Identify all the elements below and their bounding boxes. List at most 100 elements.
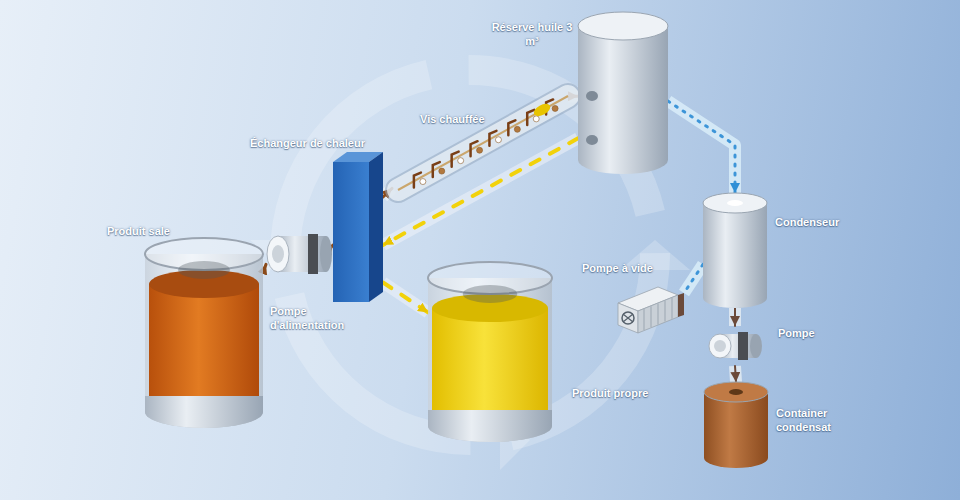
screw-bead bbox=[514, 126, 520, 132]
pump-end bbox=[320, 236, 332, 272]
tank-lid bbox=[178, 261, 230, 279]
equipment-shape bbox=[333, 152, 383, 302]
screw-flight bbox=[433, 162, 440, 177]
vacuum-rib bbox=[671, 298, 672, 319]
screw-bead bbox=[477, 147, 483, 153]
cycle-arrowheads bbox=[250, 240, 690, 470]
vacuum-symbol-cross bbox=[623, 314, 633, 322]
cylinder-top bbox=[704, 382, 768, 402]
pump-band bbox=[308, 234, 318, 274]
vacuum-rib bbox=[664, 301, 665, 322]
screw-bead bbox=[439, 168, 445, 174]
equipment-label: Vis chauffée bbox=[420, 112, 485, 126]
pipe-flow bbox=[735, 366, 736, 382]
equipment-label: Échangeur de chaleur bbox=[250, 136, 365, 150]
screw-bead bbox=[552, 105, 558, 111]
tank-shell bbox=[428, 278, 552, 426]
pipe-wall bbox=[668, 101, 735, 193]
equipment-shape bbox=[703, 193, 767, 308]
equipment-shape bbox=[704, 382, 768, 468]
screw-product bbox=[532, 101, 553, 118]
condenser: Condenseur bbox=[703, 193, 767, 308]
heated-screw: Vis chauffée bbox=[392, 88, 568, 206]
pipe-connector bbox=[332, 245, 333, 246]
condensate-container: Container condensat bbox=[704, 382, 768, 468]
equipment-label: Réserve huile 3 m³ bbox=[490, 20, 574, 48]
screw-shaft bbox=[398, 96, 568, 190]
pipe-wall bbox=[729, 308, 741, 326]
pipe-connector bbox=[383, 283, 428, 313]
pump-band bbox=[738, 332, 748, 360]
pipe-wall bbox=[383, 283, 428, 313]
screw-bead bbox=[420, 179, 426, 185]
screw-tube-edge bbox=[398, 96, 568, 190]
pipe-connector bbox=[668, 101, 735, 193]
screw-flight bbox=[452, 152, 459, 167]
pipe-wall bbox=[684, 264, 703, 293]
tank-nozzle bbox=[586, 91, 598, 101]
vacuum-side bbox=[638, 295, 678, 333]
cylinder-top bbox=[578, 12, 668, 40]
screw-flight bbox=[508, 120, 515, 135]
screw-flight bbox=[489, 131, 496, 146]
oil-reserve-tank: Réserve huile 3 m³ bbox=[578, 12, 668, 174]
equipment-shape bbox=[392, 88, 568, 206]
pipe-flow bbox=[734, 308, 736, 326]
vacuum-rib bbox=[657, 303, 658, 324]
equipment-label: Produit sale bbox=[107, 224, 170, 238]
pipe-connector bbox=[735, 366, 736, 382]
liquid-body bbox=[149, 284, 259, 398]
vacuum-rib bbox=[643, 309, 644, 330]
pump-end bbox=[750, 334, 762, 358]
condenser-inlet bbox=[727, 200, 743, 206]
vacuum-symbol bbox=[622, 312, 634, 324]
dirty-product-tank: Produit sale bbox=[145, 238, 263, 428]
screw-tube bbox=[398, 96, 568, 190]
equipment-label: Pompe d'alimentation bbox=[270, 304, 356, 332]
pipe-flow bbox=[263, 264, 266, 272]
equipment-shape bbox=[618, 283, 684, 333]
screw-flight bbox=[527, 110, 534, 125]
pipe-connector bbox=[735, 308, 736, 326]
pipe-flow bbox=[332, 245, 333, 246]
container-inlet bbox=[729, 389, 743, 395]
feed-pump: Pompe d'alimentation bbox=[266, 228, 332, 280]
vacuum-end bbox=[618, 303, 638, 333]
equipment-shape bbox=[578, 12, 668, 174]
pipe-wall bbox=[263, 264, 266, 272]
pipe-connector bbox=[263, 264, 266, 272]
pump-port bbox=[272, 245, 284, 263]
pump-face bbox=[709, 334, 731, 358]
equipment-shape bbox=[145, 238, 263, 428]
equipment-label: Pompe bbox=[778, 326, 815, 340]
pump-face bbox=[267, 236, 289, 272]
vacuum-pump: Pompe à vide bbox=[618, 283, 684, 333]
screw-bead bbox=[533, 116, 539, 122]
tank-lid bbox=[463, 285, 518, 303]
condensate-pump: Pompe bbox=[708, 326, 762, 366]
pipe-connector bbox=[684, 264, 703, 293]
equipment-label: Produit propre bbox=[572, 386, 648, 400]
tank-base bbox=[145, 396, 263, 428]
tank-base bbox=[428, 410, 552, 442]
cylinder-body bbox=[578, 26, 668, 160]
tank-shell bbox=[145, 254, 263, 412]
screw-bead bbox=[495, 137, 501, 143]
liquid-body bbox=[432, 308, 548, 412]
screw-bead bbox=[458, 158, 464, 164]
equipment-label: Pompe à vide bbox=[582, 261, 653, 275]
cylinder-body bbox=[703, 203, 767, 298]
heat-exchanger: Échangeur de chaleur bbox=[333, 152, 383, 302]
pump-port bbox=[714, 340, 726, 352]
tank-bottom bbox=[145, 396, 263, 428]
pipe-flow bbox=[684, 264, 703, 293]
screw-flight bbox=[471, 141, 478, 156]
equipment-shape bbox=[266, 228, 332, 280]
tank-bottom bbox=[428, 410, 552, 442]
tank-nozzle bbox=[586, 135, 598, 145]
vacuum-rib bbox=[650, 306, 651, 327]
pipe-wall bbox=[735, 366, 736, 382]
exchanger-front bbox=[333, 162, 369, 302]
